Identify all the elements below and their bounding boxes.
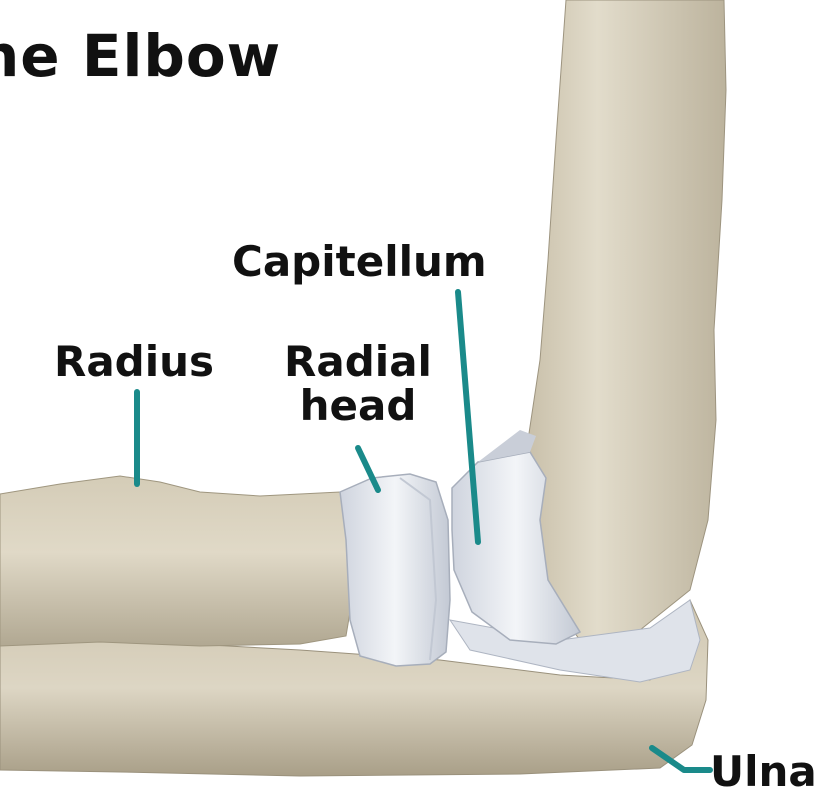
label-radial-head: Radial head [278, 340, 438, 428]
label-capitellum: Capitellum [232, 240, 487, 284]
label-radial-head-line2: head [278, 384, 438, 428]
label-radius: Radius [54, 340, 214, 384]
humerus-bone [528, 0, 726, 640]
label-ulna: Ulna [710, 750, 817, 794]
label-radial-head-line1: Radial [278, 340, 438, 384]
radius-bone [0, 476, 352, 646]
page-title: he Elbow [0, 22, 281, 90]
